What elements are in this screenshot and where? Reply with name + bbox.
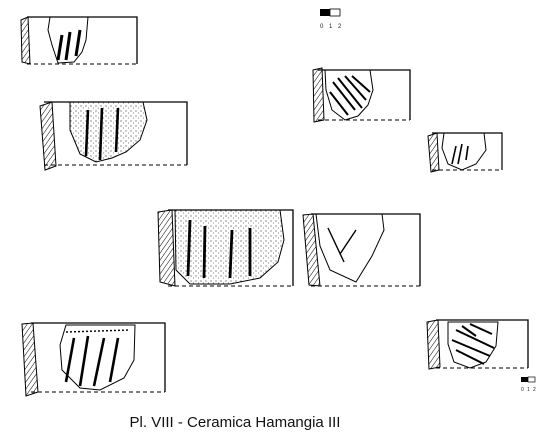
sherd-drawing-6 (302, 213, 421, 287)
scale-label-0: 0 (521, 387, 524, 393)
sherd-drawing-7 (21, 322, 166, 397)
sherd-drawing-8 (426, 319, 529, 370)
scale-label-1: 1 (527, 387, 530, 393)
scale-label-1: 1 (329, 24, 333, 30)
sherd-drawing-4 (427, 132, 503, 173)
scale-bar-top: 0 1 2 (320, 8, 342, 30)
plate-caption: Pl. VIII - Ceramica Hamangia III (129, 414, 341, 431)
sherd-drawing-3 (312, 67, 411, 123)
scale-label-2: 2 (338, 24, 342, 30)
sherd-drawing-1 (20, 16, 138, 65)
scale-label-2: 2 (533, 387, 536, 393)
sherd-drawing-2 (39, 101, 188, 171)
scale-bar-bottom: 0 1 2 (521, 376, 536, 393)
sherd-drawing-5 (157, 209, 294, 287)
scale-label-0: 0 (320, 24, 324, 30)
